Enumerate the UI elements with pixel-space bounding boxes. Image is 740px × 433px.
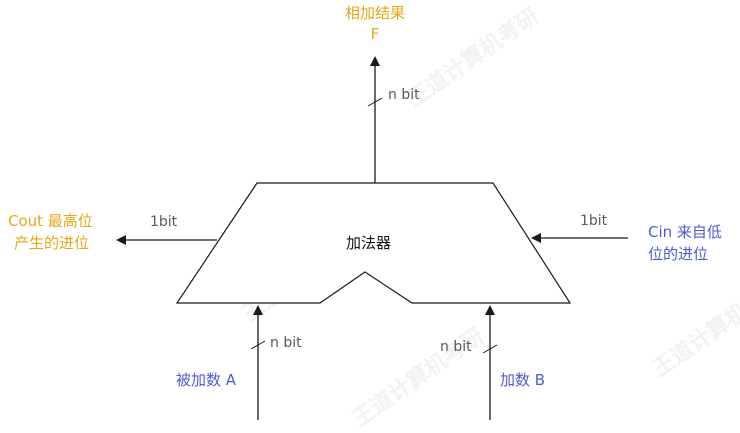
adder-shape — [175, 182, 572, 304]
cout-label-line2: 产生的进位 — [14, 234, 90, 252]
result-label: 相加结果 — [344, 4, 405, 22]
cin-bus-width: 1bit — [580, 213, 608, 229]
input-a-label: 被加数 A — [176, 371, 237, 389]
output-bus-width: n bit — [388, 87, 420, 103]
output-bus-tick — [367, 97, 383, 107]
result-f-label: F — [370, 25, 380, 43]
input-b-bus-tick — [482, 344, 498, 354]
input-b-label: 加数 B — [500, 371, 546, 389]
cout-label: Cout 最高位 — [8, 212, 93, 230]
cin-label: Cin 来自低 — [648, 223, 722, 241]
input-a-bus-width: n bit — [270, 335, 302, 351]
input-b-bus-width: n bit — [440, 339, 472, 355]
cin-label-line2: 位的进位 — [648, 245, 709, 263]
cout-bus-width: 1bit — [150, 214, 178, 230]
input-a-bus-tick — [250, 340, 266, 350]
adder-label: 加法器 — [346, 234, 392, 252]
